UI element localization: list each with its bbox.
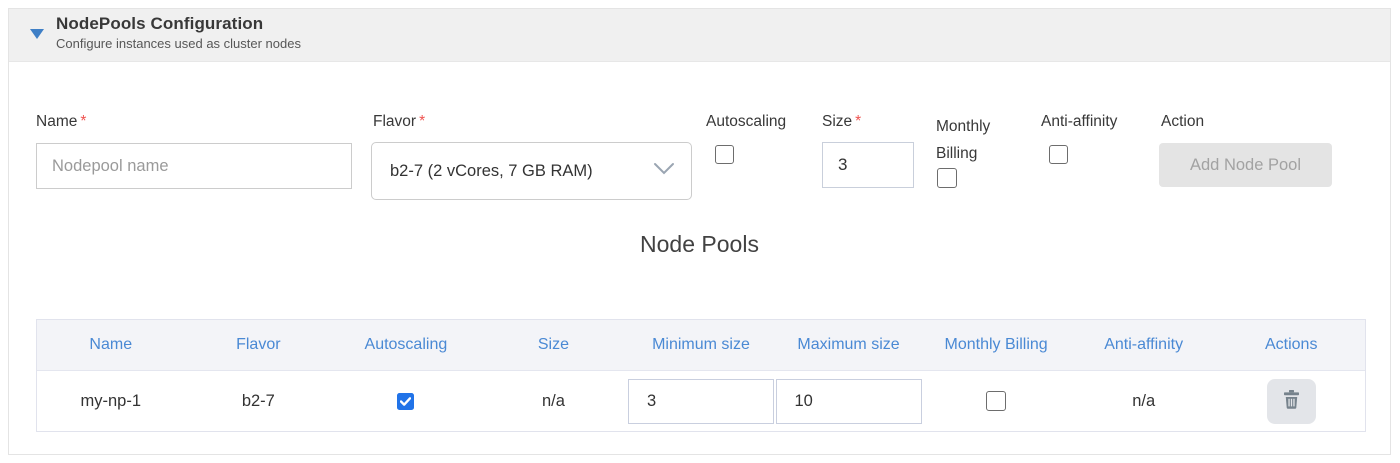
column-header-anti-affinity[interactable]: Anti-affinity bbox=[1104, 336, 1184, 353]
column-header-actions[interactable]: Actions bbox=[1264, 336, 1318, 353]
row-autoscaling-checkbox[interactable] bbox=[397, 392, 415, 410]
required-asterisk: * bbox=[80, 113, 87, 130]
required-asterisk: * bbox=[855, 113, 862, 130]
add-node-pool-button[interactable]: Add Node Pool bbox=[1159, 143, 1332, 187]
row-minimum-size-input[interactable] bbox=[627, 378, 775, 424]
size-label: Size* bbox=[822, 113, 862, 130]
cell-autoscaling bbox=[332, 371, 480, 431]
panel-title: NodePools Configuration bbox=[56, 14, 264, 33]
row-maximum-size-input[interactable] bbox=[775, 378, 922, 424]
column-header-monthly-billing[interactable]: Monthly Billing bbox=[944, 336, 1048, 353]
node-pools-table: Name Flavor Autoscaling Size Minimum siz… bbox=[36, 319, 1366, 432]
column-header-size[interactable]: Size bbox=[537, 336, 569, 353]
required-asterisk: * bbox=[419, 113, 426, 130]
column-header-minimum-size[interactable]: Minimum size bbox=[652, 336, 750, 353]
column-header-name[interactable]: Name bbox=[89, 336, 133, 353]
anti-affinity-checkbox[interactable] bbox=[1049, 145, 1068, 164]
cell-maximum-size bbox=[775, 371, 923, 431]
monthly-billing-label: Monthly Billing bbox=[936, 118, 991, 162]
flavor-select[interactable]: b2-7 (2 vCores, 7 GB RAM) bbox=[371, 142, 692, 200]
cell-actions bbox=[1217, 371, 1365, 431]
cell-minimum-size bbox=[627, 371, 775, 431]
column-header-maximum-size[interactable]: Maximum size bbox=[797, 336, 900, 353]
panel-header-text: NodePools Configuration Configure instan… bbox=[56, 14, 301, 51]
anti-affinity-label: Anti-affinity bbox=[1041, 113, 1118, 130]
size-input[interactable] bbox=[822, 142, 914, 188]
table-row: my-np-1 b2-7 n/a n/a bbox=[37, 370, 1365, 431]
cell-name: my-np-1 bbox=[80, 391, 142, 410]
cell-monthly-billing bbox=[922, 371, 1070, 431]
action-label: Action bbox=[1161, 113, 1205, 130]
cell-anti-affinity: n/a bbox=[1132, 391, 1156, 410]
nodepools-configuration-panel: NodePools Configuration Configure instan… bbox=[8, 8, 1391, 455]
trash-icon bbox=[1283, 390, 1300, 412]
chevron-down-icon bbox=[653, 162, 675, 180]
flavor-label: Flavor* bbox=[373, 113, 426, 130]
panel-header: NodePools Configuration Configure instan… bbox=[9, 9, 1390, 62]
row-monthly-billing-checkbox[interactable] bbox=[986, 391, 1007, 411]
delete-node-pool-button[interactable] bbox=[1266, 378, 1316, 424]
collapse-caret-icon[interactable] bbox=[30, 29, 44, 39]
monthly-billing-checkbox[interactable] bbox=[937, 168, 957, 188]
panel-subtitle: Configure instances used as cluster node… bbox=[56, 36, 301, 51]
nodepool-name-input[interactable] bbox=[36, 143, 352, 189]
autoscaling-label: Autoscaling bbox=[706, 113, 787, 130]
cell-flavor: b2-7 bbox=[241, 391, 275, 410]
node-pools-section-title: Node Pools bbox=[640, 231, 759, 257]
autoscaling-checkbox[interactable] bbox=[715, 145, 734, 164]
column-header-flavor[interactable]: Flavor bbox=[236, 336, 281, 353]
cell-size: n/a bbox=[541, 391, 565, 410]
table-header-row: Name Flavor Autoscaling Size Minimum siz… bbox=[37, 320, 1365, 370]
flavor-selected-value: b2-7 (2 vCores, 7 GB RAM) bbox=[390, 161, 593, 180]
name-label: Name* bbox=[36, 113, 87, 130]
column-header-autoscaling[interactable]: Autoscaling bbox=[364, 336, 448, 353]
